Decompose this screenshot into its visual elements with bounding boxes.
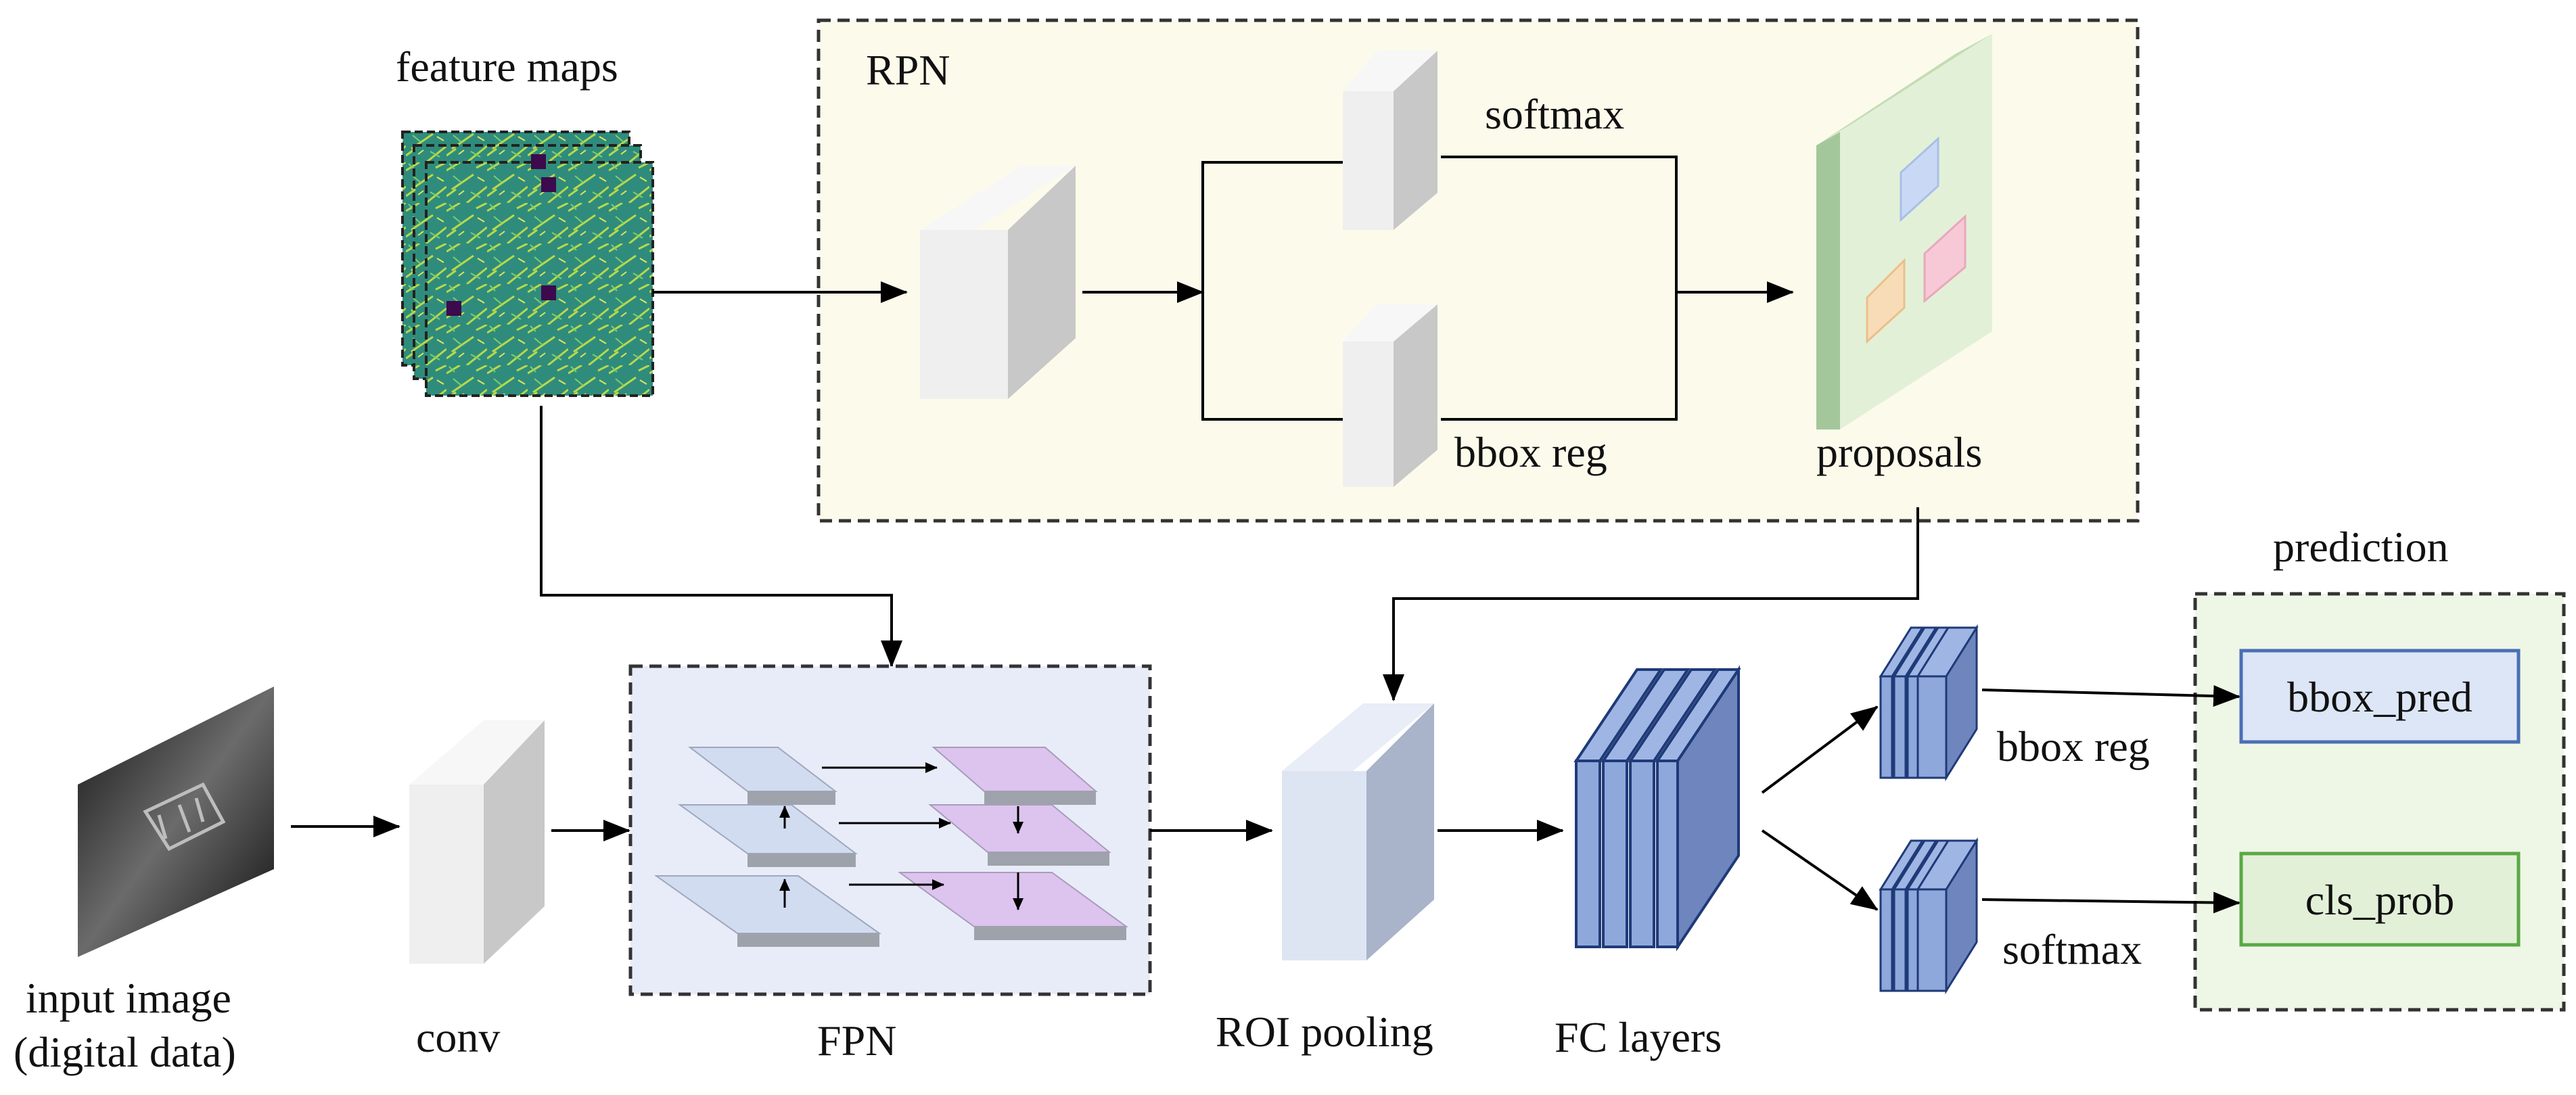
- rpn-softmax-block: [1343, 51, 1438, 230]
- bbox-reg-bottom-label: bbox reg: [1997, 722, 2150, 770]
- feature-maps-stack: [401, 131, 654, 397]
- proposals-label: proposals: [1816, 428, 1982, 476]
- proposal-box-pink: [1923, 214, 1967, 304]
- proposals-block: [1816, 34, 1992, 429]
- softmax-bottom-label: softmax: [2002, 925, 2142, 973]
- prediction-label: prediction: [2273, 523, 2448, 571]
- conv-block: [409, 720, 545, 964]
- cls-prob-label: cls_prob: [2305, 876, 2454, 924]
- branch-bbox-reg-block: [1879, 624, 1979, 782]
- rpn-connectors: [1082, 156, 1794, 421]
- bbox-pred-box: [2239, 649, 2521, 744]
- input-image-label-line1: input image: [26, 974, 231, 1022]
- input-image-label-line2: (digital data): [14, 1028, 236, 1076]
- fpn-internal-arrows: [779, 762, 1024, 910]
- fc-layers-block: [1573, 665, 1741, 952]
- fpn-label: FPN: [817, 1017, 896, 1065]
- rpn-label: RPN: [866, 46, 950, 94]
- roi-pooling-label: ROI pooling: [1216, 1008, 1433, 1056]
- bbox-pred-label: bbox_pred: [2287, 673, 2472, 721]
- fpn-pyramid-left: [653, 747, 882, 947]
- fc-layers-label: FC layers: [1555, 1013, 1722, 1061]
- feature-maps-label: feature maps: [396, 43, 618, 91]
- proposal-box-blue: [1900, 136, 1939, 223]
- branch-softmax-block: [1879, 837, 1979, 995]
- input-image: [78, 686, 274, 957]
- roi-pooling-block: [1282, 703, 1434, 960]
- rpn-bbox-reg-block: [1343, 304, 1438, 487]
- conv-label: conv: [416, 1013, 500, 1061]
- rpn-conv-block: [920, 166, 1076, 399]
- feature-connectors: [540, 281, 1919, 701]
- bottom-connectors: [291, 685, 2240, 914]
- bbox-reg-top-label: bbox reg: [1454, 428, 1607, 476]
- softmax-top-label: softmax: [1485, 90, 1624, 138]
- proposal-box-orange: [1866, 258, 1906, 344]
- cls-prob-box: [2239, 852, 2521, 947]
